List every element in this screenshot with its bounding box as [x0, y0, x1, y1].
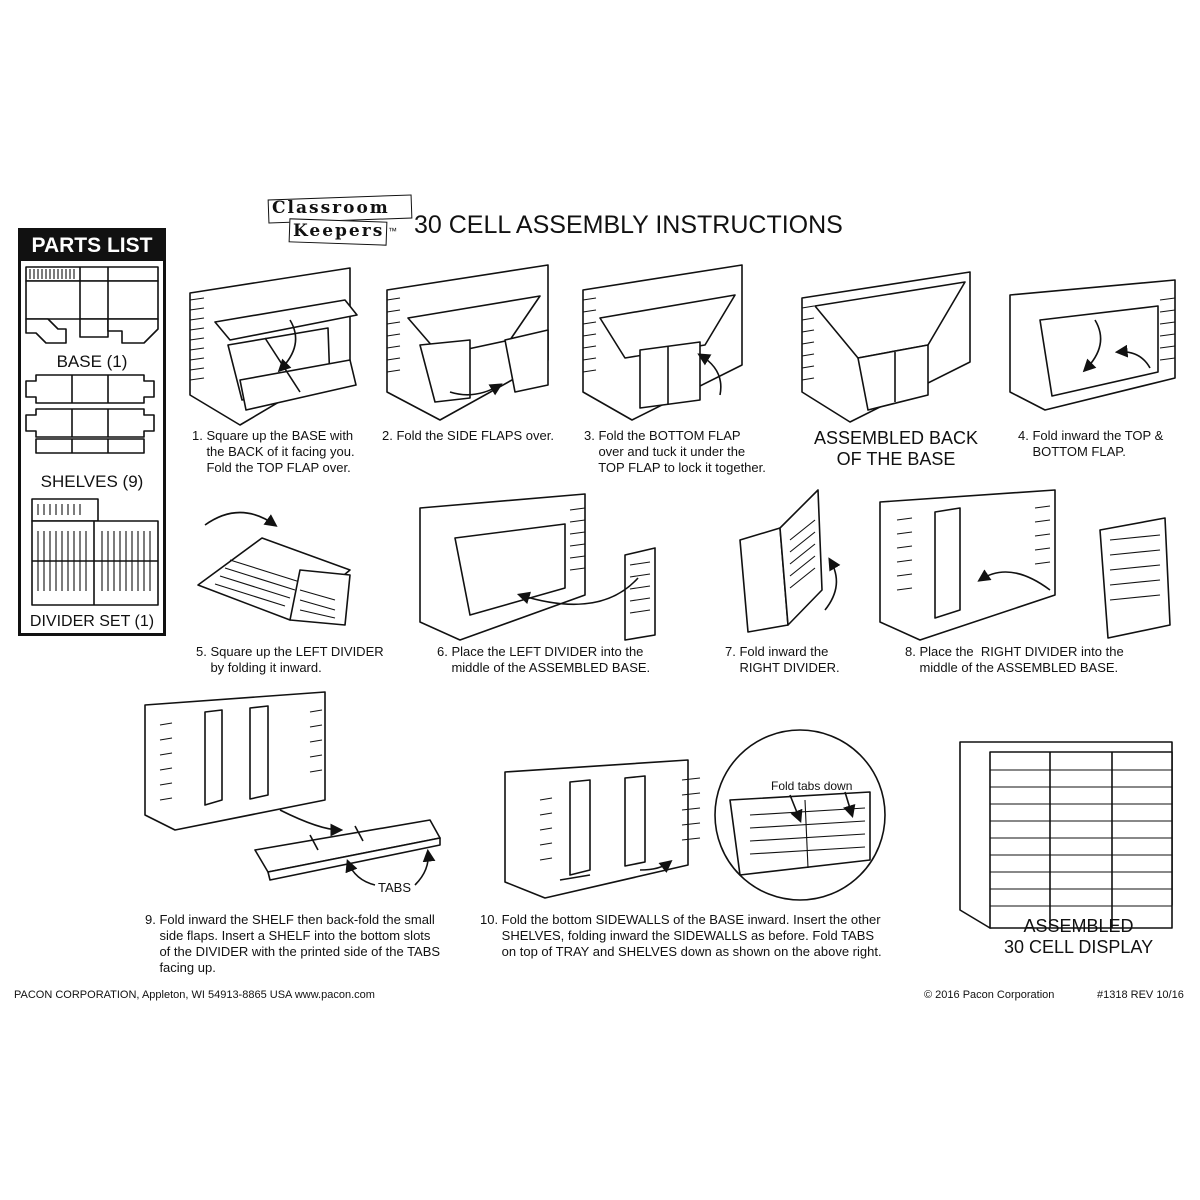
base-part-drawing: [25, 266, 159, 344]
tabs-callout: TABS: [378, 880, 411, 895]
step-4-illustration: [1009, 279, 1176, 411]
parts-list-drawings: [25, 266, 159, 606]
assembled-display-illustration: [959, 741, 1173, 929]
step-6-illustration: [419, 493, 656, 641]
step-4-caption: 4. Fold inward the TOP & BOTTOM FLAP.: [1018, 428, 1164, 459]
step-5-caption: 5. Square up the LEFT DIVIDER by folding…: [196, 644, 384, 675]
footer-code: #1318 REV 10/16: [1097, 989, 1184, 1001]
step-6-caption: 6. Place the LEFT DIVIDER into the middl…: [437, 644, 651, 675]
step-9-caption: 9. Fold inward the SHELF then back-fold …: [145, 912, 441, 975]
step-2-caption: 2. Fold the SIDE FLAPS over.: [382, 428, 554, 443]
step-10-caption: 10. Fold the bottom SIDEWALLS of the BAS…: [480, 912, 882, 959]
step-7-caption: 7. Fold inward the RIGHT DIVIDER.: [725, 644, 840, 675]
logo-line-1: Classroom: [272, 198, 390, 218]
parts-list-heading: PARTS LIST: [21, 231, 163, 261]
step-2-illustration: [386, 264, 549, 421]
step-3-caption: 3. Fold the BOTTOM FLAP over and tuck it…: [584, 428, 766, 475]
step-10-illustration: [504, 759, 701, 899]
step-7-illustration: [739, 489, 841, 633]
step-3-illustration: [582, 264, 743, 421]
step-5-illustration: [197, 511, 351, 626]
step-8-illustration: [879, 489, 1171, 641]
footer-company: PACON CORPORATION, Appleton, WI 54913-88…: [14, 989, 375, 1001]
step-1-illustration: [189, 267, 358, 426]
logo-trademark: ™: [388, 226, 397, 236]
step-8-caption: 8. Place the RIGHT DIVIDER into the midd…: [905, 644, 1124, 675]
shelves-part-drawing: [25, 374, 155, 454]
page-title: 30 CELL ASSEMBLY INSTRUCTIONS: [414, 211, 843, 239]
shelves-part-label: SHELVES (9): [40, 472, 144, 491]
assembled-display-caption: ASSEMBLED 30 CELL DISPLAY: [1004, 916, 1154, 957]
fold-tabs-detail-illustration: [714, 729, 886, 901]
divider-set-part-label: DIVIDER SET (1): [29, 613, 155, 630]
step-1-caption: 1. Square up the BASE with the BACK of i…: [192, 428, 355, 475]
divider-set-part-drawing: [31, 498, 159, 606]
step-9-illustration: [144, 691, 441, 886]
assembled-back-caption: ASSEMBLED BACK OF THE BASE: [814, 428, 979, 469]
parts-list-panel: PARTS LIST: [18, 228, 166, 636]
fold-tabs-down-callout: Fold tabs down: [771, 779, 853, 793]
logo-line-2: Keepers: [293, 221, 385, 241]
footer-copyright: © 2016 Pacon Corporation: [924, 989, 1055, 1001]
assembled-back-illustration: [801, 271, 971, 423]
base-part-label: BASE (1): [56, 352, 128, 371]
